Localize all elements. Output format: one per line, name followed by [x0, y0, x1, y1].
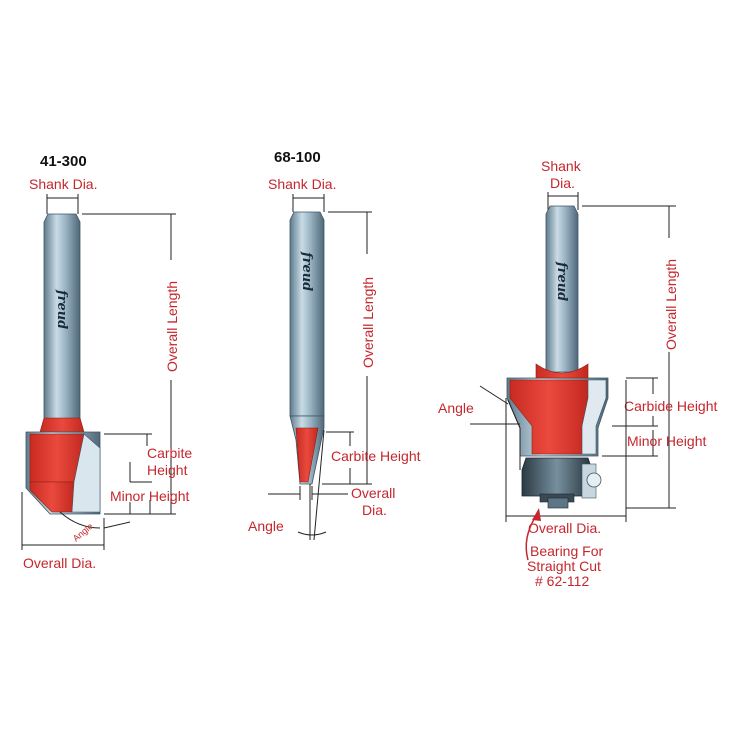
model-title: 41-300 — [40, 153, 87, 170]
overall-dia-label-2: Dia. — [362, 502, 387, 518]
carbide-height-label: Carbide Height — [624, 398, 717, 414]
minor-height-label: Minor Height — [627, 433, 706, 449]
carbite-height-label: Carbite Height — [331, 448, 421, 464]
minor-height-label: Minor Height — [110, 488, 189, 504]
bit-bearing: Shank Dia. freud Overall Length Carbide … — [438, 158, 717, 589]
model-title: 68-100 — [274, 149, 321, 166]
bit-68-100: 68-100 Shank Dia. freud Overall Length C… — [248, 149, 421, 541]
overall-length-label: Overall Length — [360, 277, 376, 368]
bearing-screw — [547, 497, 569, 509]
brand-logo: freud — [54, 289, 69, 329]
overall-dia-label: Overall Dia. — [23, 555, 96, 571]
angle-label: Angle — [71, 521, 95, 543]
carbide-insert — [295, 427, 319, 483]
brand-logo: freud — [554, 261, 569, 301]
carbite-height-label-2: Height — [147, 462, 188, 478]
angle-label: Angle — [248, 518, 284, 534]
carbite-height-label: Carbite — [147, 445, 192, 461]
shank-dia-label: Shank Dia. — [29, 176, 97, 192]
shank — [289, 211, 325, 417]
overall-dia-label: Overall — [351, 485, 395, 501]
shank-dia-label-2: Dia. — [550, 175, 575, 191]
overall-length-label: Overall Length — [663, 259, 679, 350]
shank-dia-label: Shank — [541, 158, 582, 174]
bearing-part-number: # 62-112 — [535, 573, 589, 589]
bit-41-300: 41-300 Shank Dia. freud Overall Length C… — [21, 153, 192, 571]
overall-length-label: Overall Length — [164, 281, 180, 372]
overall-dia-label: Overall Dia. — [528, 520, 601, 536]
shank-dia-label: Shank Dia. — [268, 176, 336, 192]
brand-logo: freud — [299, 251, 314, 291]
bearing-label: Bearing For — [530, 543, 603, 559]
angle-label: Angle — [438, 400, 474, 416]
bearing — [521, 457, 593, 497]
bearing-label-2: Straight Cut — [527, 558, 601, 574]
